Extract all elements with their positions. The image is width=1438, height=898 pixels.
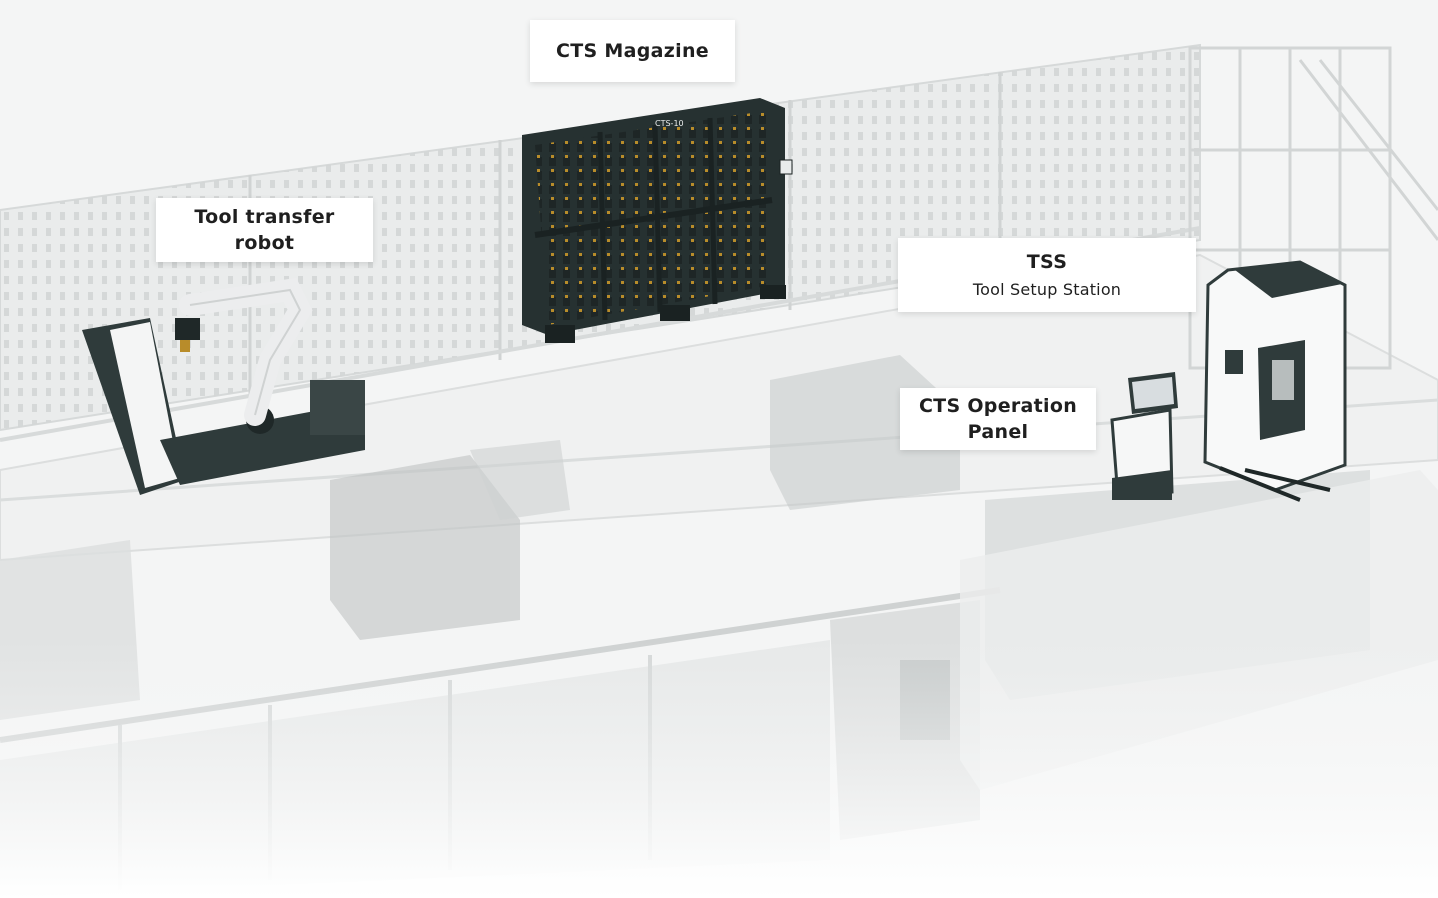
- tss-unit: [1203, 260, 1347, 502]
- callout-robot-title-line1: Tool transfer: [194, 206, 335, 228]
- tool-transfer-robot: [82, 277, 365, 495]
- callout-tss-title: TSS: [1026, 251, 1068, 273]
- callout-cts-operation-panel: CTS Operation Panel: [900, 388, 1096, 450]
- callout-tool-transfer-robot: Tool transfer robot: [156, 198, 373, 262]
- callout-tss-subtitle: Tool Setup Station: [972, 280, 1122, 299]
- cts-operation-panel-unit: [1110, 372, 1178, 500]
- cts-magazine-unit: [522, 98, 793, 343]
- callout-cts-magazine-title: CTS Magazine: [556, 40, 709, 62]
- callout-panel-title-line1: CTS Operation: [918, 395, 1078, 417]
- callout-robot-title-line2: robot: [234, 232, 295, 254]
- callout-panel-title-line2: Panel: [967, 421, 1029, 443]
- bottom-fade: [0, 640, 1438, 898]
- magazine-plate-label: CTS-10: [655, 119, 684, 128]
- callout-tss: TSS Tool Setup Station: [898, 238, 1196, 312]
- callout-cts-magazine: CTS Magazine: [530, 20, 735, 82]
